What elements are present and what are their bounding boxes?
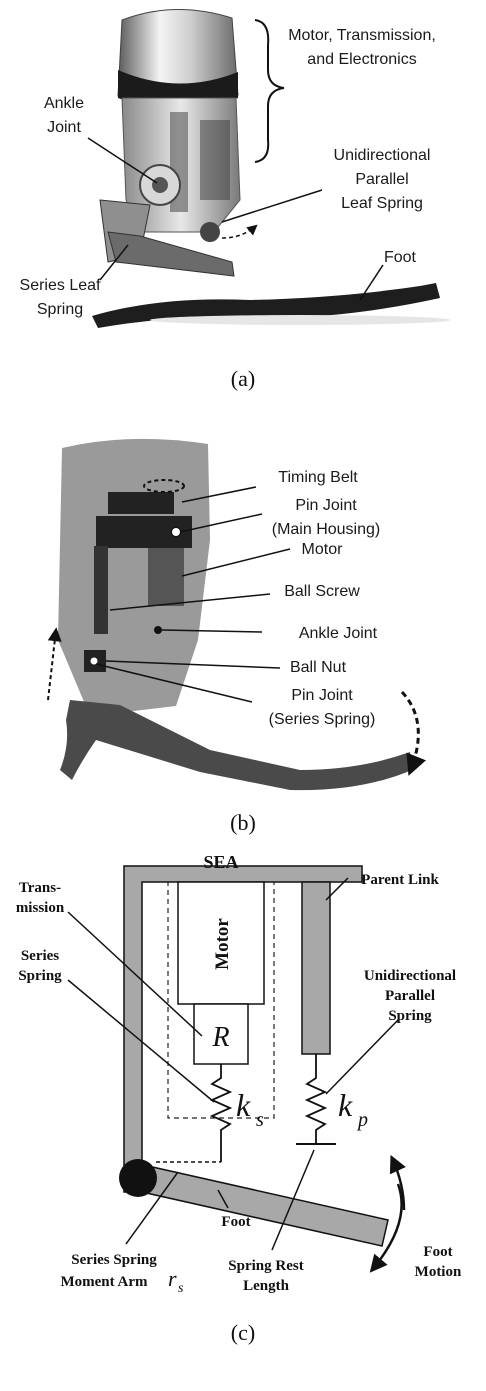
label-kp-k: k bbox=[338, 1087, 353, 1123]
label-uni-l3: Leaf Spring bbox=[341, 195, 423, 212]
label-motor-b: Motor bbox=[302, 541, 344, 558]
label-motor-l2: and Electronics bbox=[307, 51, 416, 68]
label-rs-r: r bbox=[168, 1266, 177, 1291]
label-pin-main-l2: (Main Housing) bbox=[272, 521, 380, 538]
label-ankle-l1: Ankle bbox=[44, 95, 84, 112]
label-rest-l1: Spring Rest bbox=[228, 1258, 303, 1274]
label-trans-l2: mission bbox=[16, 900, 65, 916]
label-ks-k: k bbox=[236, 1087, 251, 1123]
brace bbox=[255, 20, 284, 162]
label-timing-belt: Timing Belt bbox=[278, 469, 358, 486]
label-ankle-l2: Joint bbox=[47, 119, 81, 136]
label-ankle-joint-b: Ankle Joint bbox=[299, 625, 378, 642]
label-motor-l1: Motor, Transmission, bbox=[288, 27, 436, 44]
label-series-l2: Spring bbox=[37, 301, 83, 318]
label-pin-main-l1: Pin Joint bbox=[295, 497, 357, 514]
label-ball-screw: Ball Screw bbox=[284, 583, 360, 600]
label-motor-c: Motor bbox=[212, 918, 233, 970]
panel-b: Timing Belt Pin Joint (Main Housing) Mot… bbox=[48, 439, 418, 835]
panel-a: Motor, Transmission, and Electronics Ank… bbox=[20, 9, 450, 391]
label-ball-nut: Ball Nut bbox=[290, 659, 347, 676]
foot-link bbox=[142, 1166, 388, 1246]
parallel-spring bbox=[307, 1054, 325, 1144]
label-rs-sub: s bbox=[178, 1281, 184, 1296]
series-spring bbox=[212, 1064, 230, 1162]
dashed-arrow-a bbox=[222, 226, 256, 238]
label-uni-l2: Parallel bbox=[355, 171, 408, 188]
label-rest-l2: Length bbox=[243, 1278, 290, 1294]
label-kp-sub: p bbox=[356, 1109, 368, 1131]
label-series-l1: Series Leaf bbox=[20, 277, 101, 294]
label-ks-sub: s bbox=[256, 1109, 264, 1131]
label-pin-series-l2: (Series Spring) bbox=[269, 711, 376, 728]
label-foot-c: Foot bbox=[221, 1214, 250, 1230]
motion-arrow-left bbox=[48, 630, 56, 700]
ankle-pivot bbox=[119, 1159, 157, 1197]
label-sea: SEA bbox=[203, 852, 238, 872]
label-parent-link: Parent Link bbox=[361, 872, 439, 888]
label-series-c-l2: Spring bbox=[18, 968, 62, 984]
label-uni-c-l2: Parallel bbox=[385, 988, 435, 1004]
label-uni-l1: Unidirectional bbox=[334, 147, 431, 164]
parent-link-right bbox=[302, 882, 330, 1054]
label-uni-c-l3: Spring bbox=[388, 1008, 432, 1024]
caption-c: (c) bbox=[231, 1320, 255, 1345]
caption-a: (a) bbox=[231, 366, 255, 391]
leader-uni-c bbox=[326, 1020, 398, 1094]
caption-b: (b) bbox=[230, 810, 256, 835]
label-pin-series-l1: Pin Joint bbox=[291, 687, 353, 704]
label-foot-a: Foot bbox=[384, 249, 417, 266]
label-arm-l1: Series Spring bbox=[71, 1252, 157, 1268]
label-trans-l1: Trans- bbox=[19, 880, 61, 896]
panel-c: Motor R k s k p SEA Parent Link Trans- m… bbox=[16, 852, 462, 1345]
label-r: R bbox=[211, 1022, 229, 1053]
label-series-c-l1: Series bbox=[21, 948, 59, 964]
label-uni-c-l1: Unidirectional bbox=[364, 968, 456, 984]
label-arm-l2: Moment Arm bbox=[60, 1274, 148, 1290]
label-motion-l1: Foot bbox=[423, 1244, 452, 1260]
label-motion-l2: Motion bbox=[415, 1264, 462, 1280]
